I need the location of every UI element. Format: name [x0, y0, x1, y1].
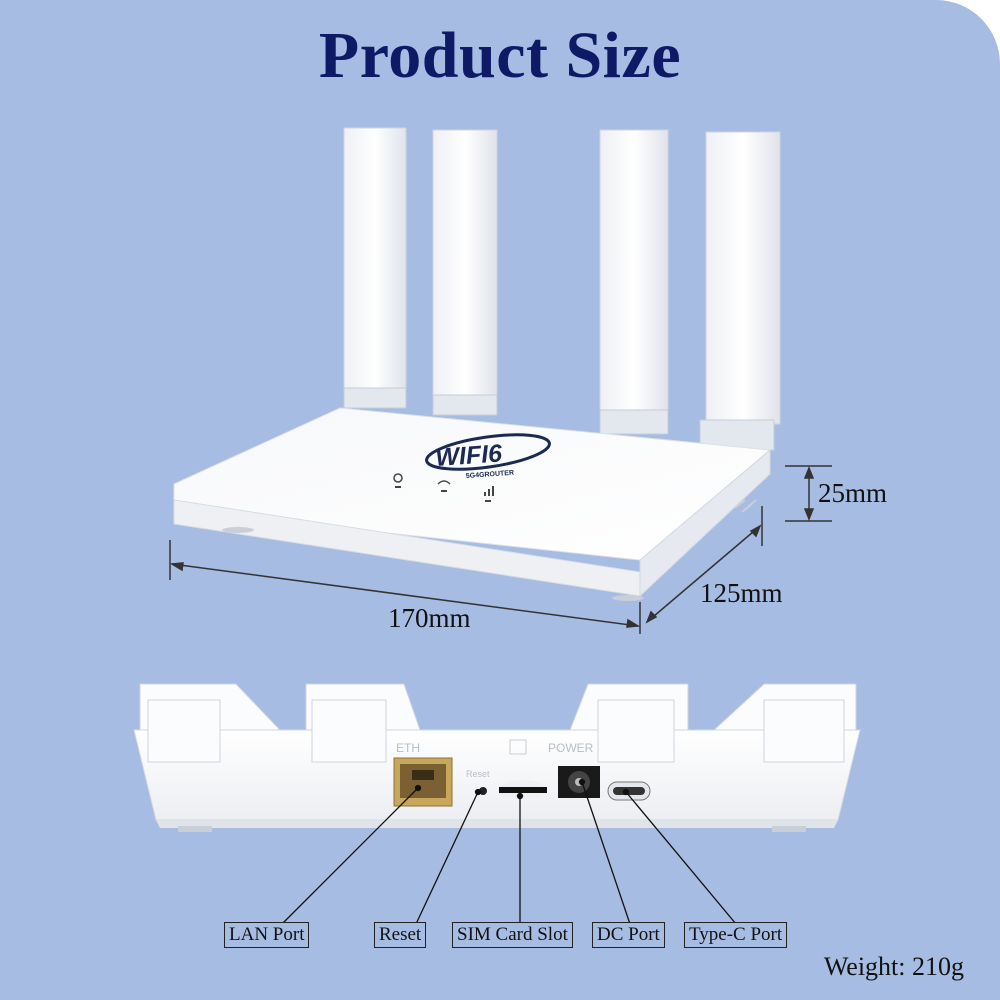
reset-label: Reset	[374, 922, 427, 948]
signal-indicator-icon	[484, 486, 494, 496]
antenna-4	[699, 131, 781, 451]
wifi-indicator-icon	[437, 480, 451, 485]
antenna-stub-4	[712, 683, 857, 763]
reset-hole	[479, 787, 487, 795]
sim-icon	[509, 739, 527, 755]
reset-text: Reset	[466, 769, 490, 779]
logo-text: WIFI6	[434, 439, 504, 472]
dc-port-label: DC Port	[592, 922, 665, 948]
power-indicator-icon	[393, 473, 403, 483]
type-c-port	[607, 781, 651, 801]
antenna-3	[599, 129, 669, 435]
depth-dimension-label: 125mm	[700, 578, 783, 608]
antenna-1	[343, 127, 407, 409]
sim-card-slot-label: SIM Card Slot	[452, 922, 573, 948]
logo-subtext: 5G4GROUTER	[466, 470, 515, 480]
eth-text: ETH	[396, 741, 420, 755]
power-text: POWER	[548, 741, 594, 755]
callout-lines	[281, 778, 737, 925]
lan-port-label: LAN Port	[224, 922, 310, 948]
antenna-2	[432, 129, 498, 416]
router-top-view: WIFI6 5G4GROUTER	[173, 127, 781, 601]
wifi6-logo: WIFI6 5G4GROUTER	[425, 433, 551, 480]
page-title: Product Size	[318, 19, 682, 92]
lan-port	[393, 757, 453, 807]
weight-label: Weight: 210g	[823, 952, 964, 981]
sim-slot	[498, 780, 547, 800]
antenna-stub-3	[569, 683, 689, 763]
router-back-view: ETH Reset POWER	[133, 683, 861, 832]
status-led-icons	[393, 473, 494, 502]
width-dimension-label: 170mm	[388, 603, 471, 633]
height-dimension-label: 25mm	[818, 478, 888, 508]
antenna-stub-2	[305, 683, 421, 763]
dimension-lines	[169, 465, 832, 634]
type-c-port-label: Type-C Port	[684, 922, 788, 948]
antenna-stub-1	[139, 683, 282, 763]
